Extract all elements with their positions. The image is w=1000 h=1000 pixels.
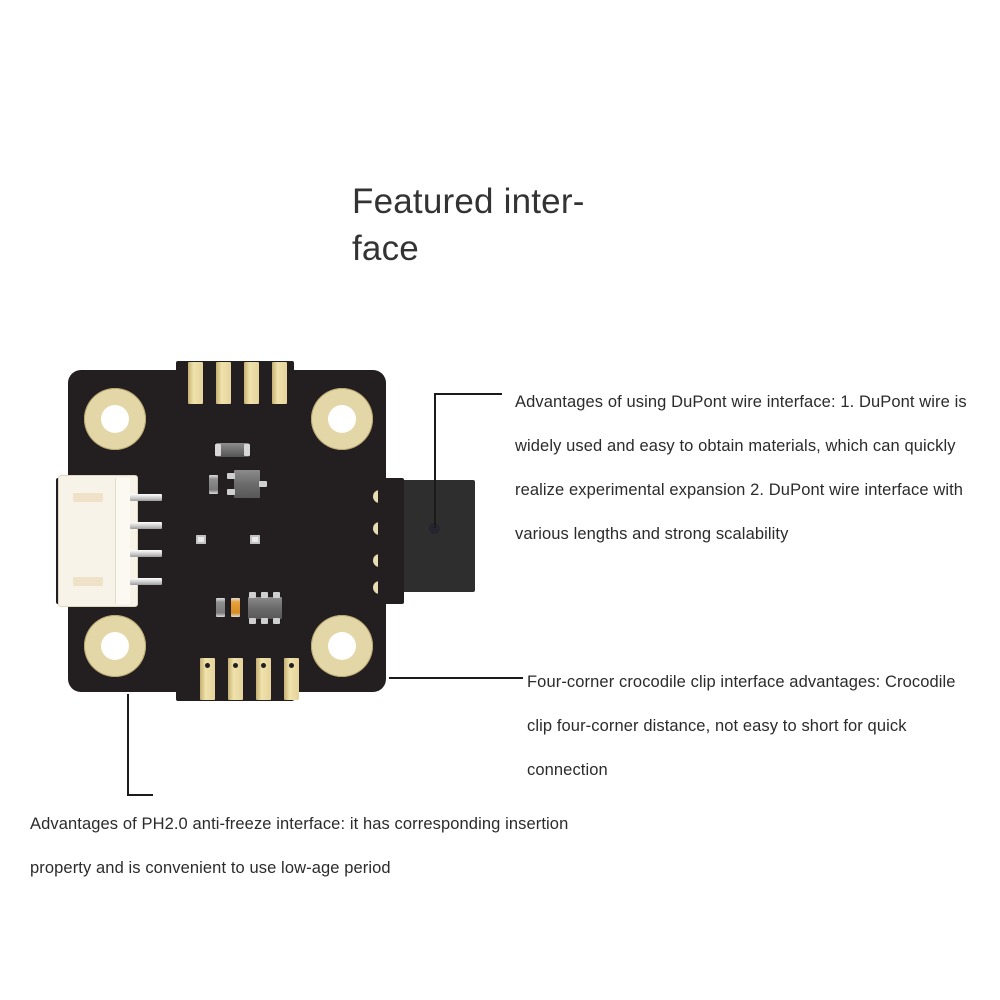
leader-line-dupont-horizontal: [434, 393, 502, 395]
ph20-pin-1: [130, 494, 162, 501]
header-pad-top-4: [272, 362, 287, 404]
callout-text-dupont-wire: Advantages of using DuPont wire interfac…: [515, 393, 967, 543]
ph20-pin-2: [130, 522, 162, 529]
smd-resistor-1: [209, 475, 218, 494]
smd-ic-sot23-6: [248, 592, 282, 624]
smd-diode-melf: [215, 443, 250, 457]
header-pad-bottom-3: [256, 658, 271, 700]
pcb-notch-right: [382, 478, 404, 604]
leader-line-ph20-horizontal: [127, 794, 153, 796]
header-pad-bottom-2: [228, 658, 243, 700]
dupont-header-block: [390, 480, 475, 592]
ic-pin-bottom-1: [249, 618, 256, 624]
smd-transistor-sot23: [227, 470, 267, 498]
ph20-slot-bottom: [73, 577, 103, 586]
header-pad-bottom-1: [200, 658, 215, 700]
ph20-rail: [115, 478, 130, 604]
ic-pin-top-3: [273, 592, 280, 598]
ic-pin-bottom-3: [273, 618, 280, 624]
crocodile-clip-pad-top-left: [84, 388, 146, 450]
sot23-lead-1: [227, 473, 235, 479]
header-pad-top-1: [188, 362, 203, 404]
page-title: Featured inter- face: [352, 182, 585, 268]
leader-line-dupont-vertical: [434, 394, 436, 528]
header-pad-bottom-4: [284, 658, 299, 700]
callout-text-ph20: Advantages of PH2.0 anti-freeze interfac…: [30, 815, 569, 877]
ph20-pin-4: [130, 578, 162, 585]
castellated-pad-2: [373, 521, 387, 536]
leader-dot-dupont: [429, 523, 440, 534]
ph20-pin-3: [130, 550, 162, 557]
castellated-pad-4: [373, 580, 387, 595]
ph20-slot-top: [73, 493, 103, 502]
castellated-pad-1: [373, 489, 387, 504]
castellated-pad-3: [373, 553, 387, 568]
crocodile-clip-pad-bottom-left: [84, 615, 146, 677]
smd-capacitor-1: [196, 535, 206, 544]
header-pad-top-2: [216, 362, 231, 404]
pcb-notch-top: [176, 361, 294, 379]
smd-resistor-2: [216, 598, 225, 617]
pcb-substrate: [56, 361, 404, 701]
ph20-connector: [58, 475, 138, 607]
ic-pin-top-1: [249, 592, 256, 598]
smd-component-amber: [231, 598, 240, 617]
callout-text-crocodile-clip: Four-corner crocodile clip interface adv…: [527, 673, 956, 779]
ic-pin-bottom-2: [261, 618, 268, 624]
pcb-illustration: [56, 360, 480, 701]
crocodile-clip-pad-bottom-right: [311, 615, 373, 677]
sot23-lead-2: [227, 489, 235, 495]
header-pad-top-3: [244, 362, 259, 404]
smd-capacitor-2: [250, 535, 260, 544]
leader-line-ph20-vertical: [127, 694, 129, 796]
crocodile-clip-pad-top-right: [311, 388, 373, 450]
sot23-lead-3: [259, 481, 267, 487]
ic-pin-top-2: [261, 592, 268, 598]
leader-line-crocodile: [389, 677, 523, 679]
